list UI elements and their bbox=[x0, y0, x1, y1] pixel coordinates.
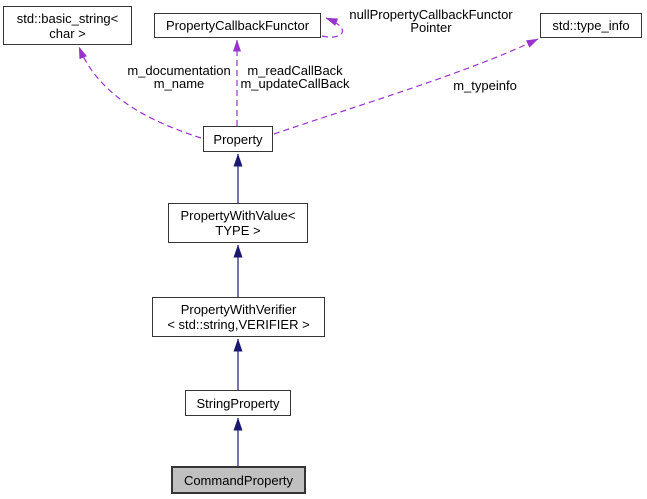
edge-label-read-update-callback: m_readCallBack m_updateCallBack bbox=[240, 63, 350, 91]
class-node-label: CommandProperty bbox=[183, 472, 294, 488]
class-node-property-with-verifier[interactable]: PropertyWithVerifier < std::string,VERIF… bbox=[152, 297, 325, 337]
class-node-property-with-value[interactable]: PropertyWithValue< TYPE > bbox=[168, 203, 308, 243]
edge-property-to-type-info bbox=[273, 38, 539, 135]
class-node-property[interactable]: Property bbox=[203, 126, 273, 152]
class-node-label: < std::string,VERIFIER > bbox=[167, 317, 310, 332]
class-node-command-property-current: CommandProperty bbox=[171, 466, 306, 494]
class-node-property-callback-functor[interactable]: PropertyCallbackFunctor bbox=[154, 13, 321, 38]
class-node-std-type-info: std::type_info bbox=[540, 13, 642, 38]
edge-label-null-callback-pointer: nullPropertyCallbackFunctor Pointer bbox=[349, 7, 513, 35]
edge-label-typeinfo: m_typeinfo bbox=[453, 78, 517, 93]
class-node-label: PropertyWithValue< bbox=[180, 208, 296, 223]
class-node-string-property[interactable]: StringProperty bbox=[185, 390, 291, 416]
class-node-label: char > bbox=[49, 25, 86, 41]
class-node-label: PropertyWithVerifier bbox=[180, 302, 297, 317]
class-node-label: TYPE > bbox=[215, 223, 261, 238]
class-node-label: StringProperty bbox=[196, 395, 280, 411]
class-node-std-basic-string: std::basic_string< char > bbox=[3, 6, 132, 45]
edge-label-documentation-name: m_documentation m_name bbox=[127, 63, 231, 91]
edge-property-to-basic-string bbox=[78, 46, 202, 139]
class-node-label: PropertyCallbackFunctor bbox=[165, 18, 310, 33]
class-node-label: std::type_info bbox=[552, 18, 630, 33]
class-node-label: std::basic_string< bbox=[16, 10, 119, 26]
class-node-label: Property bbox=[213, 131, 263, 147]
edge-callback-functor-self-loop bbox=[321, 17, 344, 38]
